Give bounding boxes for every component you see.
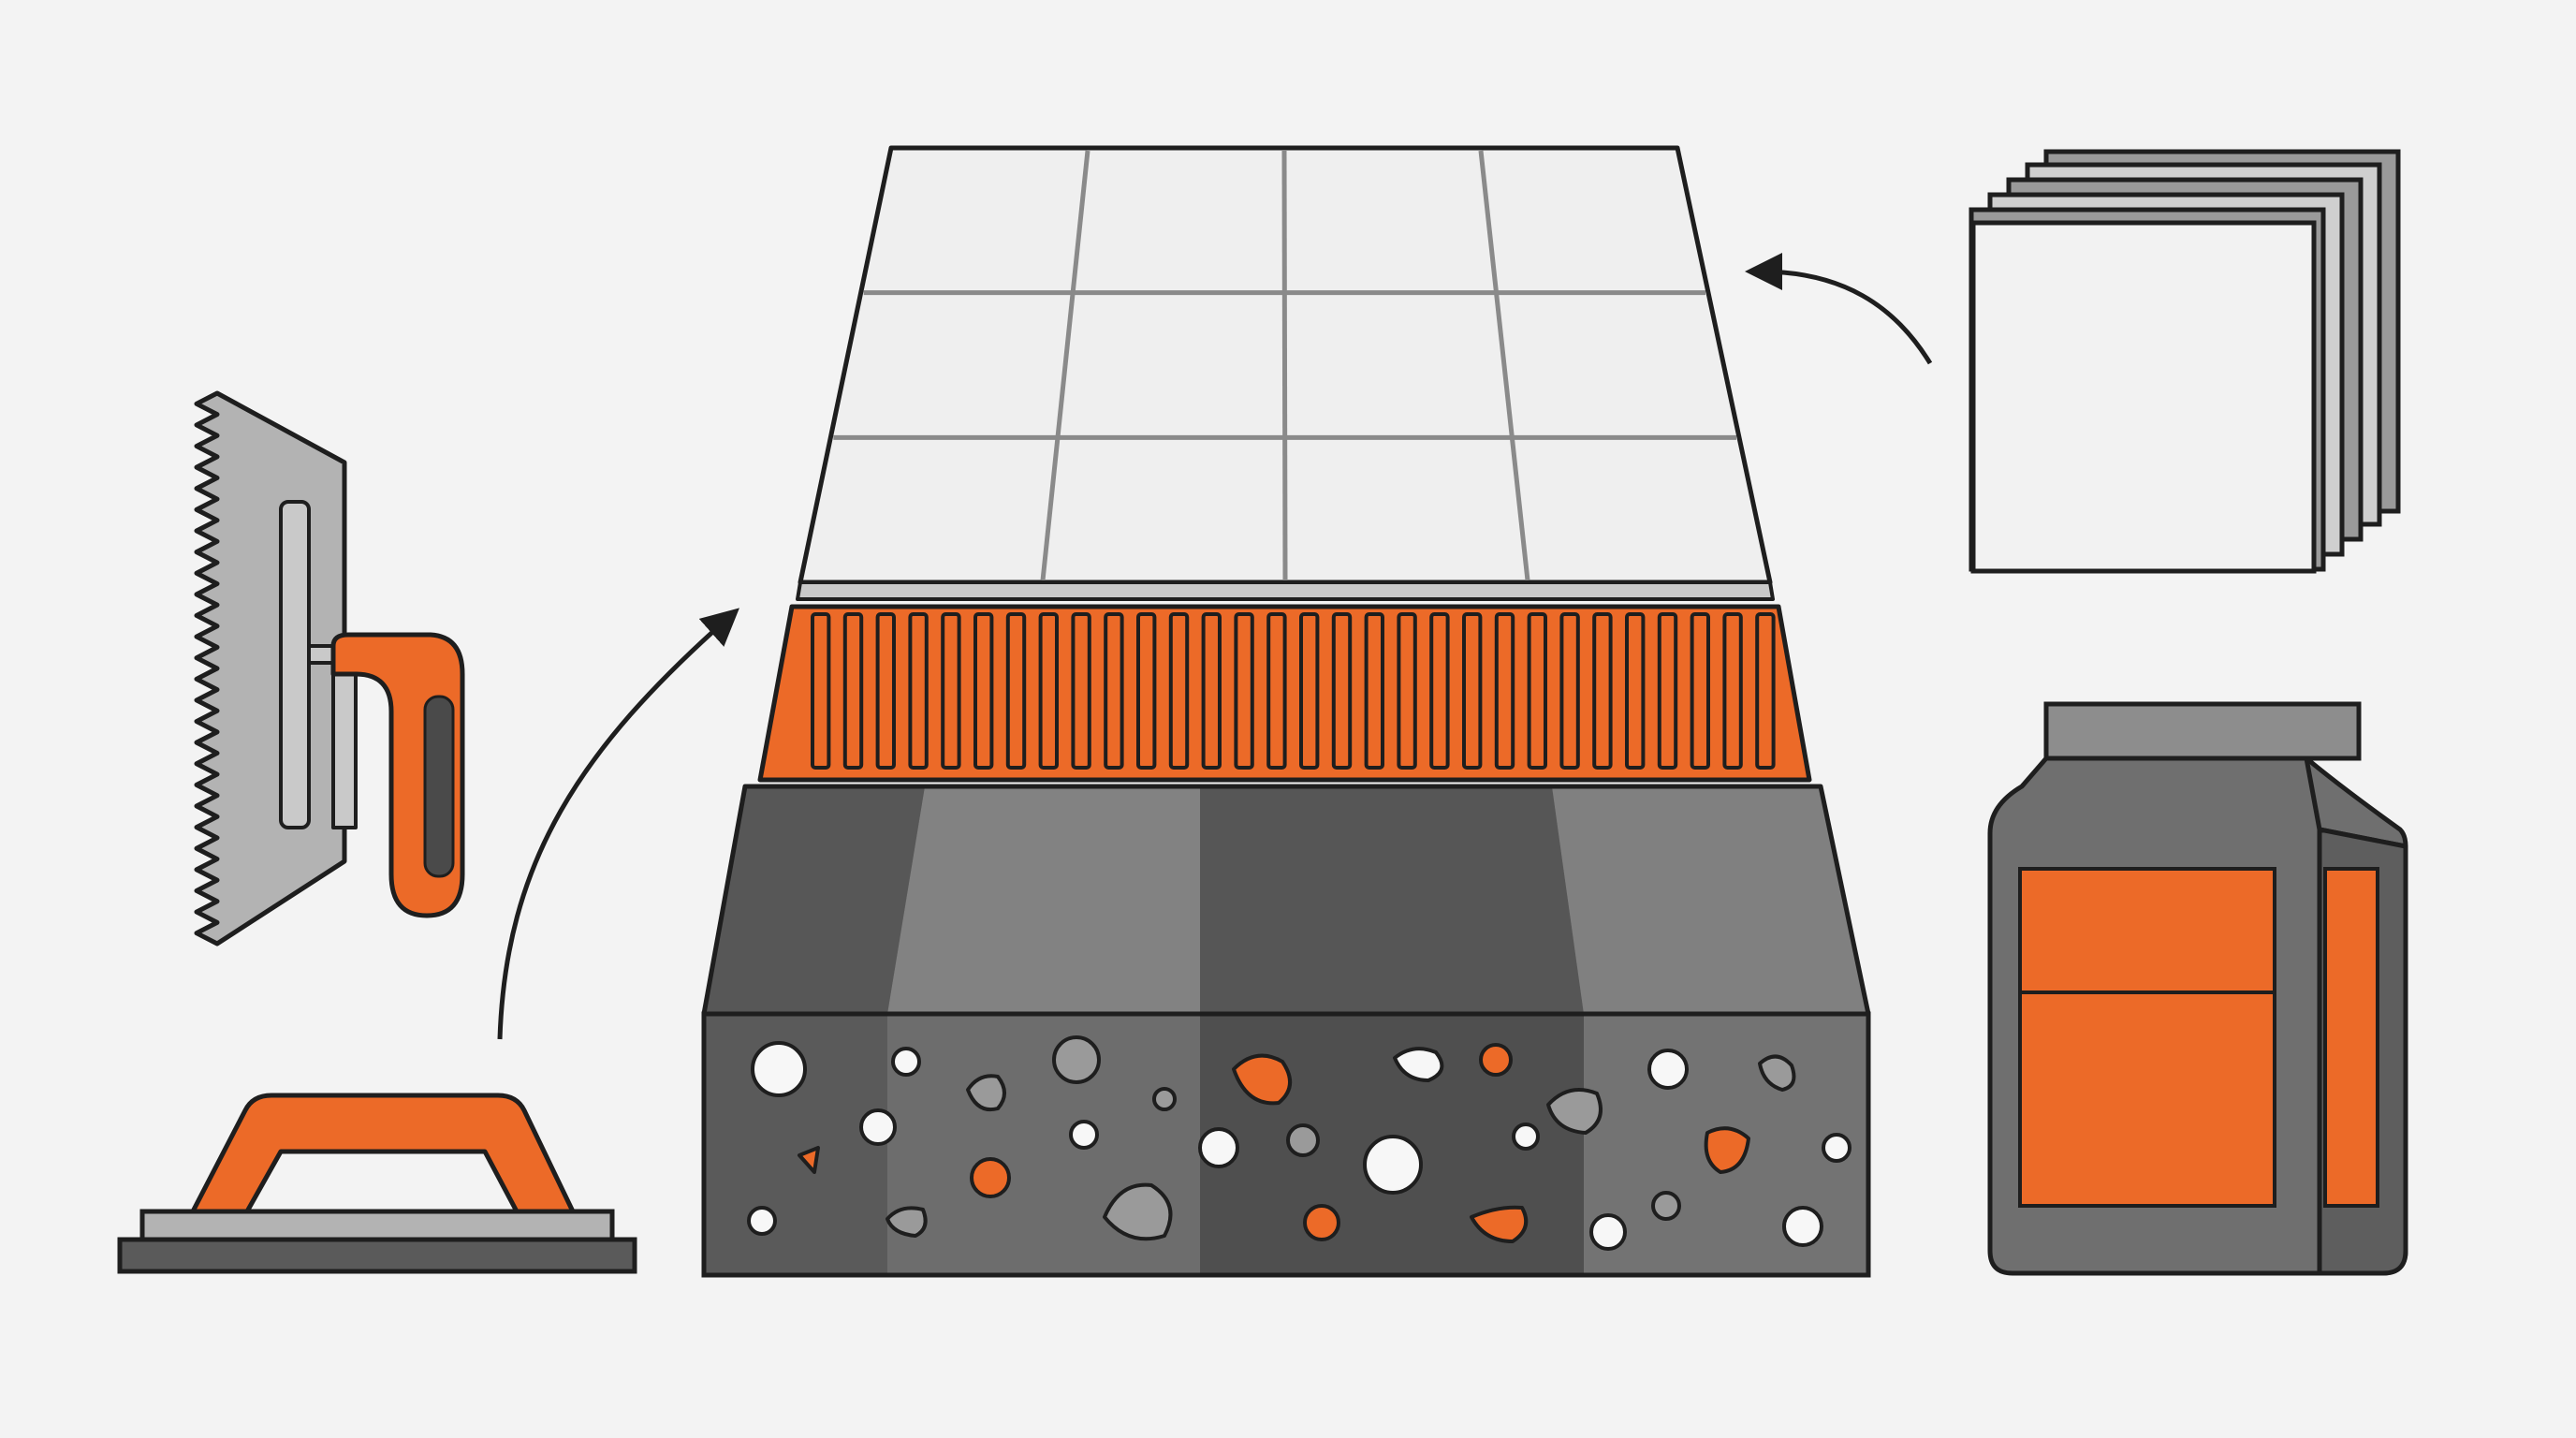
aggregate-stone (1822, 1133, 1852, 1163)
aggregate-pebble (1393, 1047, 1444, 1082)
tile-stack-icon (1969, 149, 2401, 574)
aggregate-stone (1512, 1123, 1540, 1151)
adhesive-ridge (973, 612, 994, 770)
aggregate-stone (1651, 1191, 1681, 1221)
aggregate-stone (1069, 1120, 1099, 1150)
aggregate-stone (747, 1206, 777, 1236)
adhesive-ridge (1527, 612, 1547, 770)
adhesive-ridge (1592, 612, 1613, 770)
aggregate-stone (1286, 1123, 1320, 1157)
arrow-tiles-to-surface (1745, 253, 1933, 365)
aggregate-stone (1589, 1213, 1627, 1251)
aggregate-pebble (1470, 1205, 1529, 1243)
adhesive-ridge (1657, 612, 1678, 770)
aggregate-stone (1052, 1035, 1101, 1084)
aggregate-stone (751, 1041, 807, 1097)
adhesive-ridge (1494, 612, 1515, 770)
adhesive-ridge (1559, 612, 1580, 770)
aggregate-pebble (1758, 1054, 1796, 1092)
adhesive-ridge (1462, 612, 1483, 770)
aggregate-pebble (1232, 1053, 1292, 1106)
adhesive-ridge (1234, 612, 1254, 770)
grout-line-vertical (1040, 150, 1090, 581)
aggregate-pebble (886, 1206, 928, 1238)
adhesive-ridge (1104, 612, 1124, 770)
grout-line-vertical (1478, 150, 1530, 581)
tile-surface (796, 145, 1775, 601)
aggregate-stone (1198, 1127, 1239, 1168)
adhesive-ridge (1331, 612, 1353, 770)
float-icon (117, 1093, 637, 1274)
adhesive-ridge (1429, 612, 1450, 770)
adhesive-ridge (1364, 612, 1384, 770)
concrete-slab (701, 1011, 1871, 1278)
mortar-bag-icon (1987, 701, 2408, 1276)
aggregate-stone (1363, 1135, 1423, 1195)
aggregate-pebble (1704, 1126, 1750, 1174)
notched-adhesive-layer (757, 604, 1812, 783)
adhesive-ridge (1005, 612, 1027, 770)
adhesive-ridges (811, 612, 1776, 770)
adhesive-ridge (941, 612, 961, 770)
adhesive-ridge (1071, 612, 1091, 770)
adhesive-ridge (1755, 612, 1776, 770)
adhesive-ridge (1690, 612, 1710, 770)
adhesive-ridge (1266, 612, 1287, 770)
adhesive-ridge (1168, 612, 1190, 770)
grout-line-vertical (1281, 150, 1288, 581)
adhesive-ridge (811, 612, 831, 770)
aggregate-stone (1152, 1087, 1177, 1111)
aggregate-pebble (966, 1074, 1006, 1111)
aggregate-stone (1479, 1043, 1513, 1077)
aggregate-stone (859, 1108, 897, 1146)
aggregate-stone (970, 1157, 1011, 1198)
concrete-aggregate-icon (747, 1035, 1852, 1251)
adhesive-ridge (842, 612, 864, 770)
aggregate-stone (1647, 1049, 1689, 1090)
notched-trowel-icon (194, 390, 465, 946)
arrow-trowel-to-adhesive (497, 608, 739, 1040)
adhesive-ridge (1722, 612, 1743, 770)
adhesive-ridge (1201, 612, 1222, 770)
aggregate-stone (891, 1047, 921, 1077)
aggregate-pebble (1103, 1182, 1173, 1241)
adhesive-ridge (908, 612, 929, 770)
adhesive-ridge (875, 612, 896, 770)
floor-cross-section (701, 145, 1871, 1278)
adhesive-ridge (1038, 612, 1059, 770)
adhesive-ridge (1299, 612, 1320, 770)
aggregate-pebble (798, 1146, 820, 1174)
aggregate-stone (1782, 1206, 1823, 1247)
adhesive-ridge (1136, 612, 1157, 770)
adhesive-ridge (1625, 612, 1646, 770)
grout-lines (833, 150, 1736, 581)
adhesive-ridge (1397, 612, 1417, 770)
process-arrows (497, 253, 1933, 1040)
tile-edge (796, 580, 1775, 601)
screed-layer (701, 784, 1871, 1017)
aggregate-pebble (1546, 1088, 1603, 1135)
aggregate-stone (1303, 1204, 1340, 1241)
